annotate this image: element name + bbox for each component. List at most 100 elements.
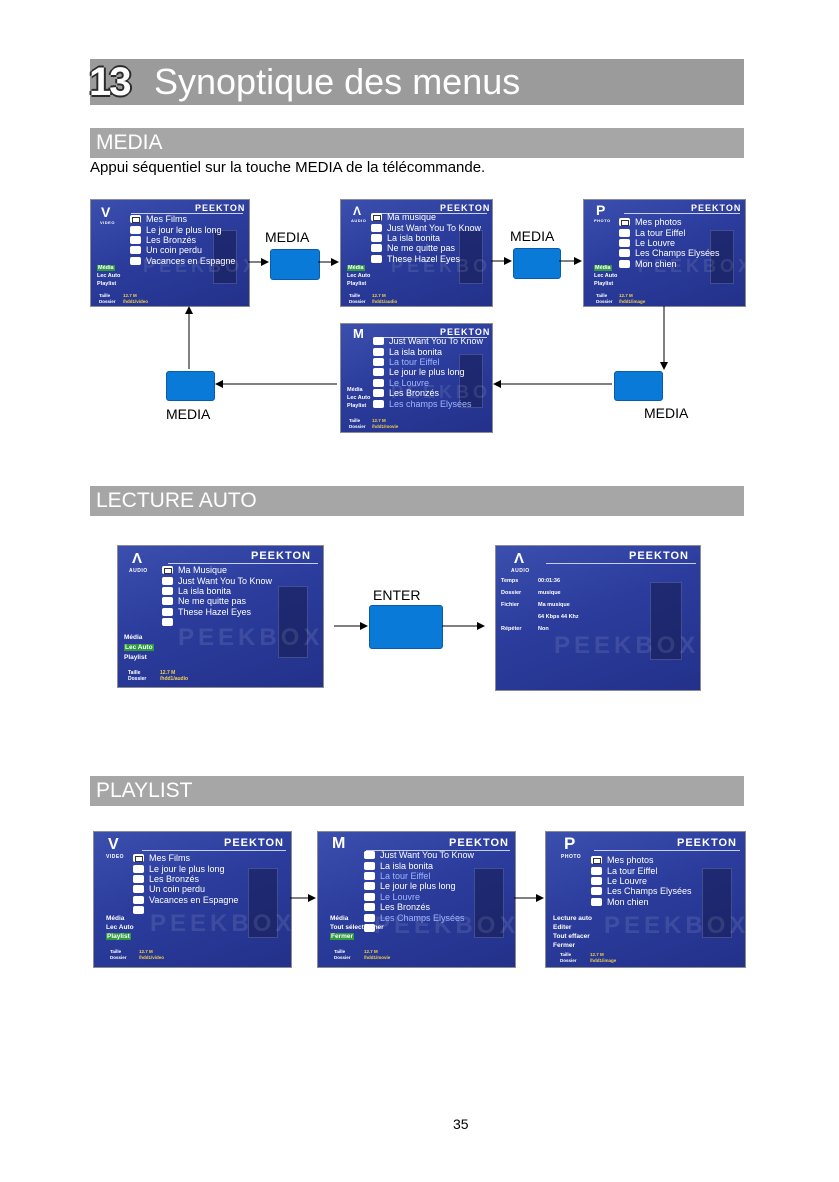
list-item[interactable]: La tour Eiffel bbox=[619, 227, 720, 238]
list-item[interactable]: Just Want You To Know bbox=[364, 850, 474, 860]
list-item[interactable]: Vacances en Espagne bbox=[130, 256, 235, 266]
list-item[interactable]: Les Bronzés bbox=[133, 874, 238, 884]
list-item[interactable]: Les champs Elysées bbox=[373, 398, 483, 409]
menu-playlist[interactable]: Playlist bbox=[124, 654, 147, 661]
menu-media[interactable]: Média bbox=[594, 265, 612, 271]
list-item[interactable]: La isla bonita bbox=[162, 586, 272, 596]
file-icon bbox=[130, 256, 141, 265]
list-item[interactable] bbox=[364, 923, 474, 933]
list-item[interactable]: Just Want You To Know bbox=[373, 336, 483, 346]
media-button-3[interactable] bbox=[614, 371, 663, 401]
menu-tout-effacer[interactable]: Tout effacer bbox=[553, 933, 590, 940]
menu-media[interactable]: Média bbox=[124, 634, 143, 641]
list-item[interactable]: Le Louvre bbox=[591, 876, 692, 886]
file-icon bbox=[364, 851, 375, 860]
list-item[interactable]: Ma Musique bbox=[162, 565, 272, 575]
list-item[interactable]: Les Bronzés bbox=[130, 235, 235, 245]
list-item[interactable]: La isla bonita bbox=[371, 233, 481, 243]
menu-media[interactable]: Média bbox=[347, 387, 363, 393]
list-item[interactable]: Les Champs Elysées bbox=[591, 886, 692, 896]
list-item[interactable]: Mon chien bbox=[619, 259, 720, 269]
list-item[interactable]: Mes photos bbox=[591, 855, 692, 865]
list-item[interactable]: La isla bonita bbox=[373, 346, 483, 357]
list-item[interactable]: Les Bronzés bbox=[364, 902, 474, 912]
list-item[interactable]: Le Louvre bbox=[364, 892, 474, 902]
list-item[interactable]: Les Champs Elysées bbox=[364, 912, 474, 923]
list-item[interactable]: Les Champs Elysées bbox=[619, 248, 720, 258]
list-item[interactable]: Un coin perdu bbox=[130, 245, 235, 255]
media-button-1[interactable] bbox=[270, 249, 320, 280]
menu-media[interactable]: Média bbox=[347, 265, 365, 271]
list-item[interactable]: Ne me quitte pas bbox=[371, 243, 481, 253]
list-item[interactable]: Mes Films bbox=[130, 214, 235, 224]
list-item[interactable]: Ma musique bbox=[371, 212, 481, 222]
list-item[interactable]: Mes Films bbox=[133, 853, 238, 863]
menu-lec-auto[interactable]: Lec Auto bbox=[124, 644, 154, 651]
menu-lec-auto[interactable]: Lec Auto bbox=[97, 273, 121, 279]
menu-editer[interactable]: Editer bbox=[553, 924, 572, 931]
brand-logo: PEEKTON bbox=[224, 837, 284, 849]
list-item[interactable]: Le jour le plus long bbox=[130, 224, 235, 235]
file-icon bbox=[619, 249, 630, 258]
list-item[interactable]: La tour Eiffel bbox=[373, 357, 483, 367]
list-item[interactable]: These Hazel Eyes bbox=[162, 607, 272, 617]
menu-fermer[interactable]: Fermer bbox=[553, 942, 576, 949]
list-item[interactable]: Ne me quitte pas bbox=[162, 596, 272, 606]
list-item[interactable]: Le Louvre bbox=[373, 378, 483, 388]
menu-lec-auto[interactable]: Lec Auto bbox=[347, 273, 371, 279]
menu-playlist[interactable]: Playlist bbox=[106, 933, 131, 940]
side-menu: Média Lec Auto Playlist bbox=[347, 386, 370, 410]
list-item[interactable]: Un coin perdu bbox=[133, 884, 238, 894]
list-item[interactable]: Le jour le plus long bbox=[373, 367, 483, 377]
menu-fermer[interactable]: Fermer bbox=[330, 933, 355, 940]
list-item[interactable]: Mon chien bbox=[591, 897, 692, 907]
file-icon bbox=[162, 618, 173, 627]
menu-lec-auto[interactable]: Lec Auto bbox=[347, 395, 371, 401]
list-item[interactable]: La tour Eiffel bbox=[591, 865, 692, 876]
list-item[interactable] bbox=[133, 905, 238, 915]
list-item[interactable]: These Hazel Eyes bbox=[371, 254, 481, 264]
list-item[interactable]: Mes photos bbox=[619, 217, 720, 227]
movie-logo-icon: M bbox=[332, 835, 346, 852]
menu-lec-auto[interactable]: Lec Auto bbox=[594, 273, 618, 279]
brand-underline bbox=[168, 563, 318, 564]
menu-tout-selectionner[interactable]: Tout sélectionner bbox=[330, 924, 384, 931]
menu-playlist[interactable]: Playlist bbox=[347, 281, 367, 287]
menu-media[interactable]: Média bbox=[97, 265, 115, 271]
list-item[interactable] bbox=[162, 617, 272, 627]
file-icon bbox=[373, 337, 384, 346]
list-item[interactable]: Le Louvre bbox=[619, 238, 720, 248]
info-values: 12.7 M/hdd1/movie bbox=[372, 418, 399, 429]
ghost-logo: PEEKBOX bbox=[638, 256, 746, 276]
list-item[interactable]: Just Want You To Know bbox=[371, 222, 481, 233]
list-item[interactable]: Just Want You To Know bbox=[162, 575, 272, 586]
file-icon bbox=[591, 876, 602, 885]
media-label-1: MEDIA bbox=[265, 229, 310, 245]
file-icon bbox=[162, 607, 173, 616]
screen-playlist-mixed: M PEEKTON PEEKBOX Just Want You To Know … bbox=[317, 831, 516, 968]
list-item[interactable]: Les Bronzés bbox=[373, 388, 483, 398]
list-item[interactable]: La isla bonita bbox=[364, 860, 474, 871]
menu-media[interactable]: Média bbox=[330, 915, 349, 922]
media-button-2[interactable] bbox=[513, 248, 561, 279]
media-button-4[interactable] bbox=[166, 371, 215, 401]
enter-button[interactable] bbox=[369, 605, 443, 649]
list-item[interactable]: La tour Eiffel bbox=[364, 871, 474, 881]
side-menu: Lecture auto Editer Tout effacer Fermer bbox=[553, 914, 592, 950]
menu-playlist[interactable]: Playlist bbox=[594, 281, 614, 287]
screen-playlist-photo: P PHOTO PEEKTON PEEKBOX Mes photos La to… bbox=[545, 831, 746, 968]
list-item[interactable]: Le jour le plus long bbox=[133, 863, 238, 874]
menu-lecture-auto[interactable]: Lecture auto bbox=[553, 915, 593, 922]
menu-media[interactable]: Média bbox=[106, 915, 125, 922]
screen-photo: P PHOTO PEEKTON PEEKBOX Mes photos La to… bbox=[583, 199, 746, 307]
list-item[interactable]: Vacances en Espagne bbox=[133, 895, 238, 905]
tower-graphic bbox=[248, 868, 278, 938]
menu-lec-auto[interactable]: Lec Auto bbox=[106, 924, 134, 931]
menu-playlist[interactable]: Playlist bbox=[97, 281, 117, 287]
ghost-logo: PEEKBOX bbox=[391, 382, 492, 402]
menu-playlist[interactable]: Playlist bbox=[347, 403, 367, 409]
list-item[interactable]: Le jour le plus long bbox=[364, 881, 474, 891]
ghost-logo: PEEKBOX bbox=[391, 256, 492, 276]
section-playlist-header: PLAYLIST bbox=[90, 776, 744, 806]
file-icon bbox=[619, 238, 630, 247]
